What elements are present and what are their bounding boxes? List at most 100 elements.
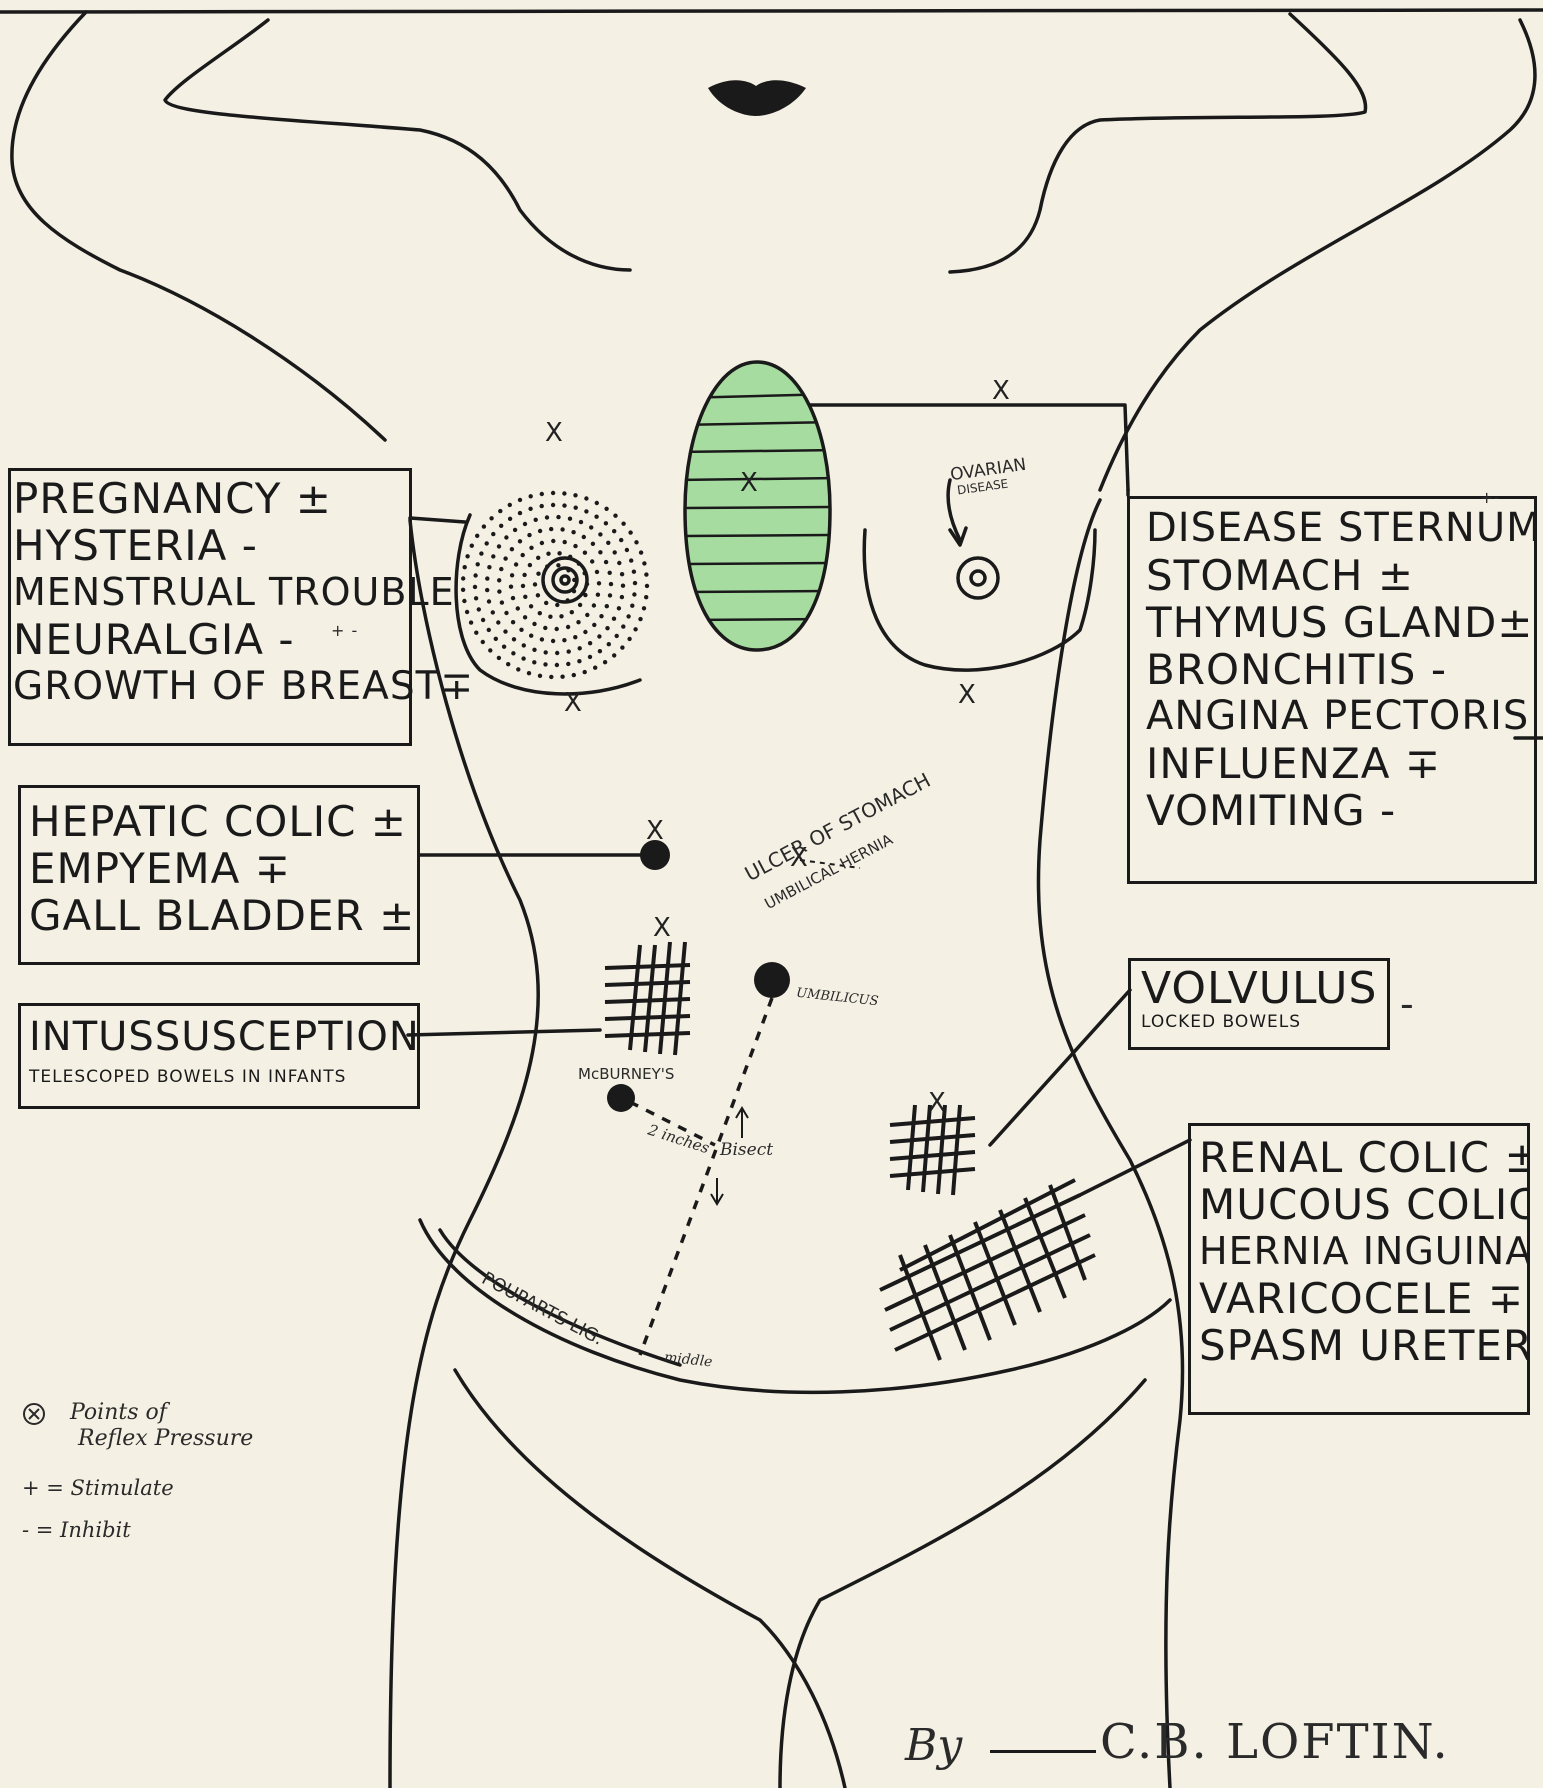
stipple-dot: [591, 542, 595, 546]
left-arm-inner: [165, 20, 630, 270]
stipple-dot: [544, 650, 548, 654]
renal-item-5: SPASM URETER: [1199, 1322, 1527, 1369]
intussusception-sub: TELESCOPED BOWELS IN INFANTS: [29, 1067, 417, 1087]
stipple-dot: [491, 610, 495, 614]
chest-connector: [410, 518, 465, 522]
stipple-dot: [632, 570, 636, 574]
stipple-dot: [628, 530, 632, 534]
stipple-dot: [597, 634, 601, 638]
stipple-dot: [609, 582, 613, 586]
stipple-dot: [645, 584, 649, 588]
stipple-dot: [584, 496, 588, 500]
stipple-dot: [577, 562, 581, 566]
stipple-dot: [513, 528, 517, 532]
stipple-dot: [540, 504, 544, 508]
stipple-dot: [573, 544, 577, 548]
legend: Points of Reflex Pressure + = Stimulate …: [22, 1400, 322, 1580]
stipple-dot: [496, 620, 500, 624]
stipple-dot: [604, 507, 608, 511]
stipple-dot: [509, 585, 513, 589]
stipple-dot: [551, 491, 555, 495]
mcburney-point: [607, 1084, 635, 1112]
stipple-dot: [491, 554, 495, 558]
stipple-dot: [523, 595, 527, 599]
stipple-dot: [534, 518, 538, 522]
stipple-dot: [583, 670, 587, 674]
stipple-dot: [549, 675, 553, 679]
renal-item-4: VARICOCELE ∓: [1199, 1275, 1527, 1322]
stipple-dot: [485, 588, 489, 592]
stipple-dot: [571, 530, 575, 534]
stipple-dot: [599, 614, 603, 618]
bisect-arrow-up: [736, 1108, 748, 1138]
stipple-dot: [607, 642, 611, 646]
stipple-dot: [514, 562, 518, 566]
stipple-dot: [588, 655, 592, 659]
stipple-dot: [522, 643, 526, 647]
stipple-dot: [642, 561, 646, 565]
legend-points-1: Points of: [70, 1400, 167, 1425]
stipple-dot: [565, 598, 569, 602]
stipple-dot: [559, 614, 563, 618]
sternum-item-1: DISEASE STERNUM: [1146, 505, 1534, 552]
x-mark-2: X: [992, 378, 1010, 404]
stipple-dot: [503, 556, 507, 560]
stipple-dot: [621, 584, 625, 588]
stipple-dot: [588, 641, 592, 645]
stipple-dot: [528, 563, 532, 567]
stipple-dot: [529, 494, 533, 498]
stipple-dot: [473, 585, 477, 589]
stipple-dot: [630, 604, 634, 608]
x-mark-7: X: [653, 915, 671, 941]
stipple-dot: [548, 615, 552, 619]
stipple-dot: [540, 637, 544, 641]
right-arm: [1100, 20, 1535, 490]
stipple-dot: [465, 554, 469, 558]
stipple-dot: [503, 629, 507, 633]
umbilicus-point: [754, 962, 790, 998]
right-nipple-inner: [971, 571, 985, 585]
stipple-dot: [573, 493, 577, 497]
stipple-dot: [557, 551, 561, 555]
legend-inhibit: - = Inhibit: [22, 1518, 131, 1542]
torso-left: [390, 520, 538, 1788]
stipple-dot: [566, 568, 570, 572]
stipple-dot: [583, 571, 587, 575]
stipple-dot: [598, 532, 602, 536]
stipple-dot: [555, 651, 559, 655]
stipple-dot: [583, 630, 587, 634]
legend-stimulate: + = Stimulate: [22, 1476, 174, 1500]
stipple-dot: [511, 596, 515, 600]
stipple-dot: [491, 532, 495, 536]
stipple-dot: [499, 524, 503, 528]
liver-item-2: EMPYEMA ∓: [29, 845, 417, 892]
stipple-dot: [538, 529, 542, 533]
stipple-dot: [475, 534, 479, 538]
liver-conditions-box: HEPATIC COLIC ± EMPYEMA ∓ GALL BLADDER ±: [18, 785, 420, 965]
bisect-arrow-down: [711, 1178, 723, 1204]
intus-connector: [408, 1030, 600, 1035]
sternum-note: +-: [1480, 488, 1499, 507]
bisect-label: Bisect: [720, 1140, 773, 1160]
stipple-dot: [538, 611, 542, 615]
right-breast: [864, 530, 1095, 670]
stipple-dot: [568, 517, 572, 521]
stipple-dot: [518, 539, 522, 543]
stipple-dot: [644, 572, 648, 576]
stipple-dot: [604, 560, 608, 564]
stipple-dot: [510, 547, 514, 551]
stipple-dot: [605, 604, 609, 608]
left-arm: [12, 12, 385, 440]
intussusception-box: INTUSSUSCEPTION TELESCOPED BOWELS IN INF…: [18, 1003, 420, 1109]
stipple-dot: [498, 509, 502, 513]
chest-item-3: MENSTRUAL TROUBLE: [13, 569, 409, 616]
stipple-dot: [543, 662, 547, 666]
stipple-dot: [469, 620, 473, 624]
stipple-dot: [497, 656, 501, 660]
stipple-dot: [516, 606, 520, 610]
stipple-dot: [620, 572, 624, 576]
stipple-dot: [642, 606, 646, 610]
chest-item-5: GROWTH OF BREAST∓: [13, 663, 409, 710]
stipple-dot: [584, 509, 588, 513]
sternum-item-5: ANGINA PECTORIS: [1146, 693, 1534, 740]
